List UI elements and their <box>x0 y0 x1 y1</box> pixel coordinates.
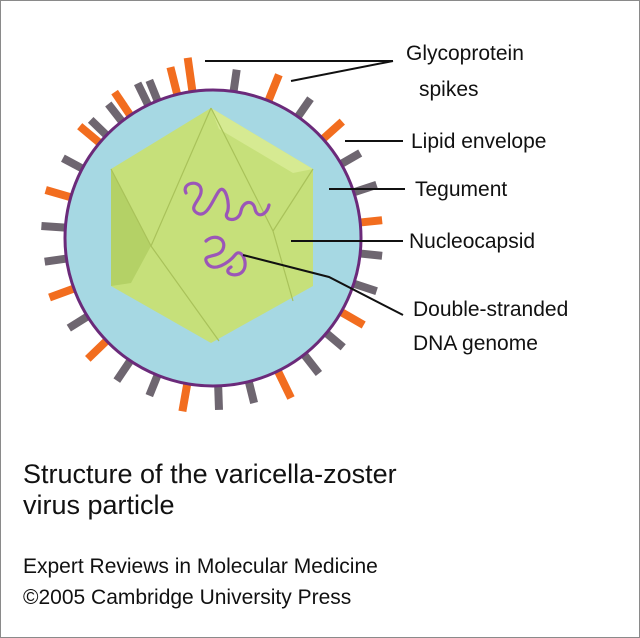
label-spikes: spikes <box>419 78 479 101</box>
spike-orange <box>273 367 295 400</box>
spike-orange <box>44 186 74 202</box>
label-dna-genome: DNA genome <box>413 332 538 355</box>
spike-grey <box>87 117 111 140</box>
spike-grey <box>357 249 383 260</box>
spike-orange <box>357 216 383 227</box>
dna-strand <box>183 181 271 277</box>
label-double-stranded: Double-stranded <box>413 298 569 321</box>
spike-orange <box>183 57 197 94</box>
glycoprotein-spikes <box>41 57 383 412</box>
spike-grey <box>105 101 127 126</box>
spike-grey <box>244 378 258 404</box>
spike-orange <box>263 73 283 105</box>
spike-grey <box>299 350 323 376</box>
caption-line-1: Structure of the varicella-zoster <box>23 459 397 489</box>
spike-grey <box>66 312 92 332</box>
label-glycoprotein: Glycoprotein <box>406 42 524 65</box>
label-lipid-envelope: Lipid envelope <box>411 130 547 153</box>
spike-orange <box>85 336 111 362</box>
spike-grey <box>229 69 241 94</box>
spike-orange <box>318 118 345 144</box>
source-line-1: Expert Reviews in Molecular Medicine <box>23 555 378 578</box>
spike-grey <box>322 328 346 351</box>
spike-grey <box>214 383 223 411</box>
spike-orange <box>166 66 182 98</box>
nucleocapsid <box>110 107 314 343</box>
spike-orange <box>337 307 366 329</box>
leader-lines <box>205 60 405 316</box>
spike-grey <box>41 222 68 232</box>
spike-grey <box>145 371 163 398</box>
spike-grey <box>145 78 163 105</box>
nucleocapsid-facet-light <box>211 108 313 173</box>
figure-source: Expert Reviews in Molecular Medicine ©20… <box>23 551 623 613</box>
spike-grey <box>61 154 86 174</box>
source-line-2: ©2005 Cambridge University Press <box>23 586 352 609</box>
nucleocapsid-facet-dark <box>111 169 151 286</box>
spike-orange <box>77 123 104 148</box>
nucleocapsid-hexagon <box>111 108 313 343</box>
spike-grey <box>293 96 314 121</box>
spike-grey <box>350 279 378 296</box>
figure-caption: Structure of the varicella-zoster virus … <box>23 459 623 521</box>
spike-grey <box>44 254 69 266</box>
dna-genome <box>183 181 271 277</box>
spike-orange <box>178 381 192 412</box>
label-tegument: Tegument <box>415 178 508 201</box>
spike-orange <box>111 89 135 120</box>
label-nucleocapsid: Nucleocapsid <box>409 230 536 253</box>
caption-line-2: virus particle <box>23 490 175 520</box>
spike-grey <box>337 149 363 169</box>
spike-grey <box>134 81 153 109</box>
spike-grey <box>113 356 135 383</box>
spike-orange <box>48 284 78 302</box>
